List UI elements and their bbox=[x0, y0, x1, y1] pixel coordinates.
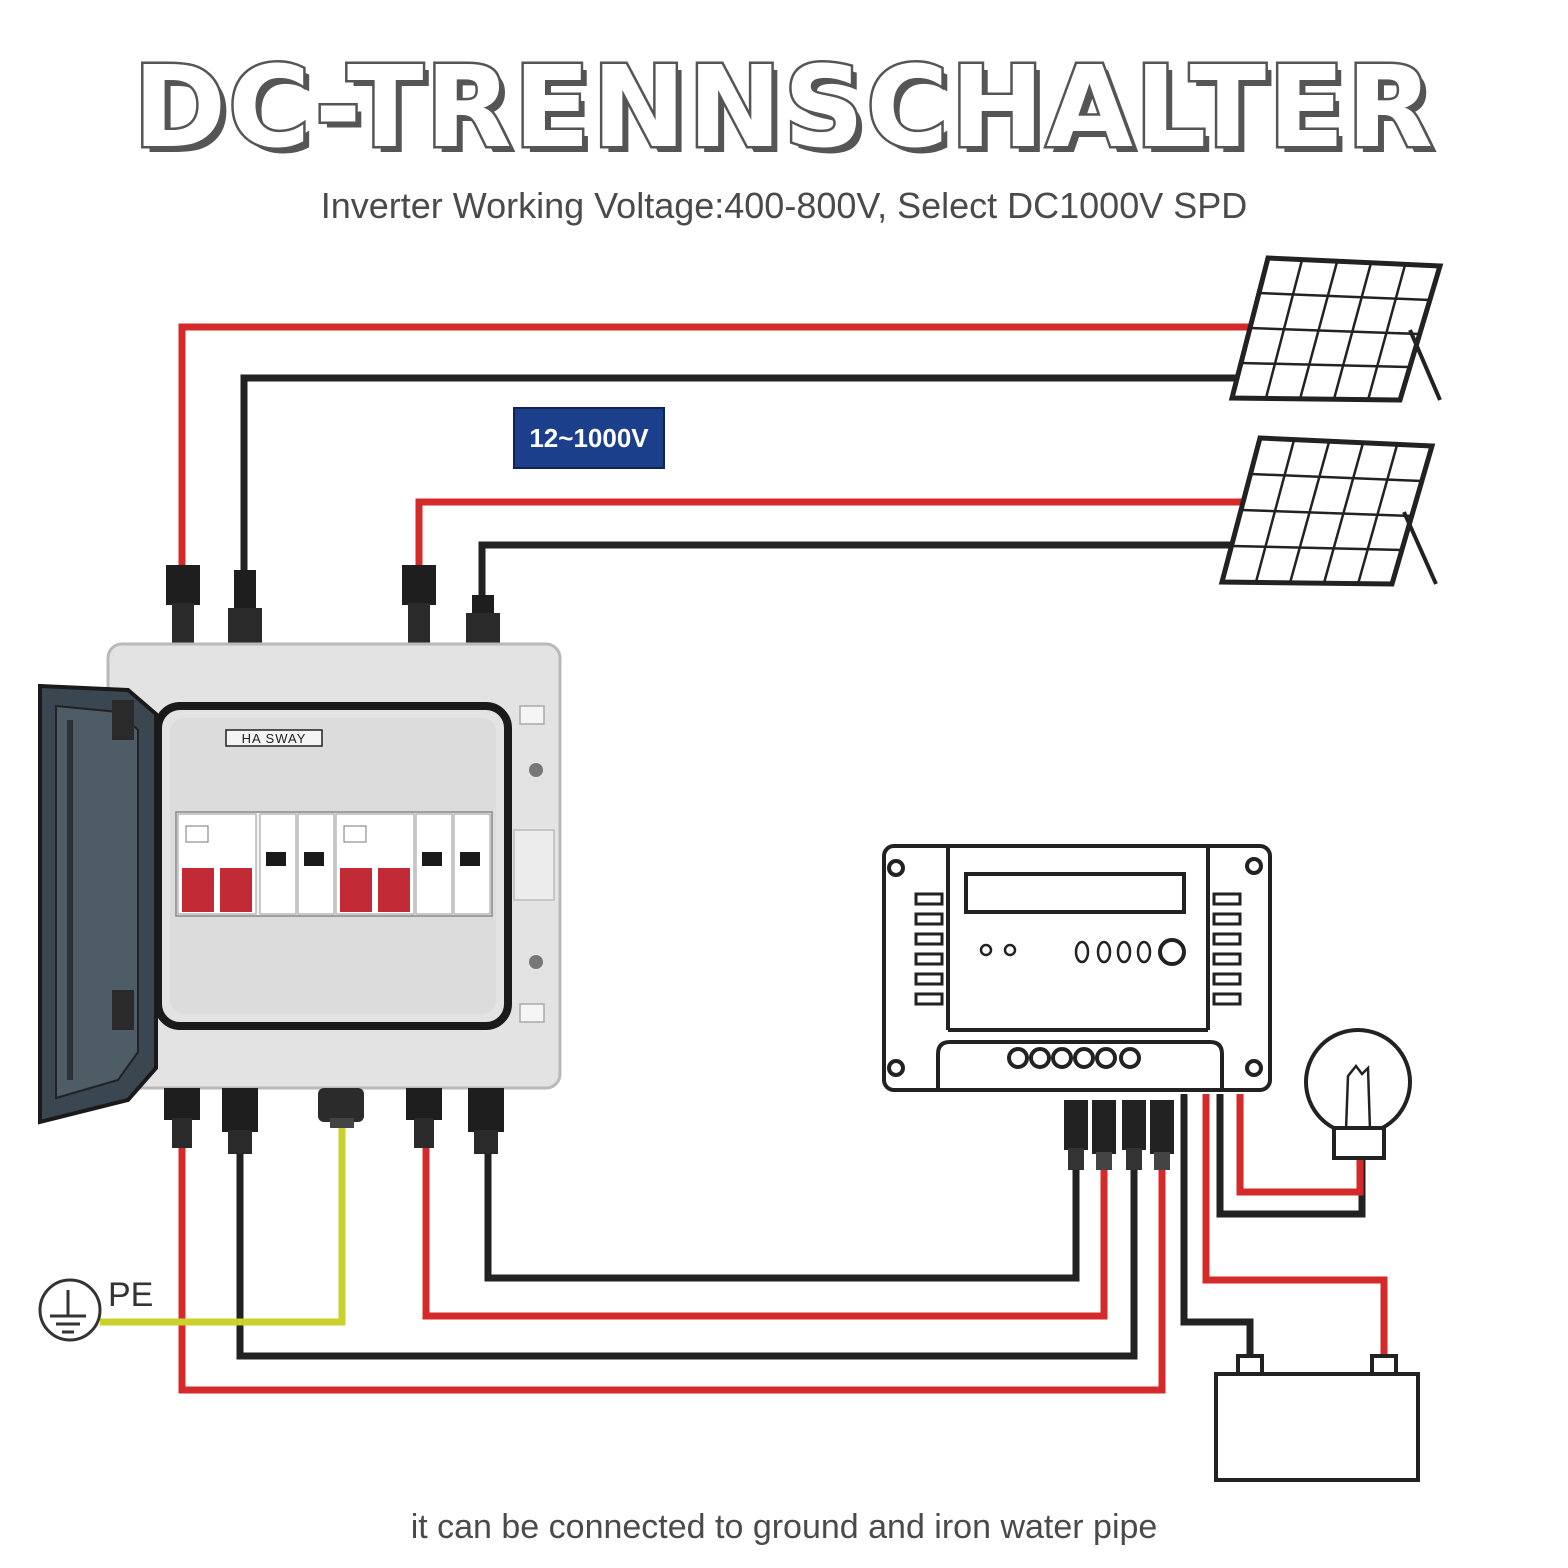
wire-panel2-negative bbox=[478, 541, 1230, 600]
spd-module-1 bbox=[259, 813, 335, 915]
wire-panel1-positive bbox=[178, 323, 1262, 575]
controller-connector-4 bbox=[1150, 1100, 1174, 1170]
solar-panel-1-icon bbox=[1228, 255, 1444, 403]
dc-breaker-2 bbox=[335, 813, 415, 915]
controller-connector-1 bbox=[1064, 1100, 1088, 1170]
bottom-connector-2 bbox=[222, 1088, 258, 1154]
spd-module-2 bbox=[415, 813, 491, 915]
light-bulb-icon bbox=[1304, 1028, 1412, 1160]
dc-breaker-1 bbox=[177, 813, 257, 915]
page-title: DC-TRENNSCHALTER bbox=[133, 43, 1435, 173]
top-connector-4 bbox=[466, 595, 500, 643]
voltage-badge-label: 12~1000V bbox=[529, 423, 649, 453]
controller-vents-right bbox=[1212, 892, 1242, 1006]
wire-battery-positive bbox=[1202, 1094, 1388, 1360]
bottom-connector-3 bbox=[406, 1088, 442, 1148]
wire-panel2-positive bbox=[415, 498, 1250, 575]
charge-controller bbox=[882, 844, 1272, 1092]
top-connector-3 bbox=[402, 565, 436, 643]
ground-icon bbox=[38, 1278, 102, 1342]
ground-label: PE bbox=[108, 1276, 153, 1314]
controller-connector-2 bbox=[1092, 1100, 1116, 1170]
battery-icon bbox=[1214, 1354, 1420, 1482]
controller-connector-3 bbox=[1122, 1100, 1146, 1170]
wire-ground bbox=[100, 1110, 346, 1326]
subtitle: Inverter Working Voltage:400-800V, Selec… bbox=[321, 185, 1248, 226]
wire-output-positive-1 bbox=[422, 1140, 1108, 1320]
wire-battery-negative bbox=[1180, 1094, 1254, 1360]
bottom-connector-1 bbox=[164, 1088, 200, 1148]
wire-load-positive bbox=[1236, 1094, 1364, 1196]
controller-vents-left bbox=[914, 892, 944, 1006]
brand-label-plate bbox=[225, 729, 323, 747]
solar-panel-2-icon bbox=[1218, 435, 1438, 587]
brand-label: HA SWAY bbox=[242, 731, 307, 746]
bottom-caption: it can be connected to ground and iron w… bbox=[411, 1508, 1158, 1546]
wire-output-negative-2 bbox=[236, 1140, 1138, 1360]
bottom-connector-4 bbox=[468, 1088, 504, 1154]
page-title-shadow: DC-TRENNSCHALTER bbox=[139, 49, 1441, 179]
top-connector-1 bbox=[166, 565, 200, 643]
wire-output-positive-2 bbox=[178, 1140, 1166, 1394]
controller-display bbox=[964, 872, 1186, 914]
voltage-badge: 12~1000V bbox=[513, 407, 665, 469]
cable-gland bbox=[318, 1088, 364, 1128]
wire-panel1-negative bbox=[240, 374, 1240, 575]
box-door bbox=[38, 683, 158, 1125]
top-connector-2 bbox=[228, 570, 262, 643]
combiner-box: HA SWAY bbox=[38, 565, 562, 1154]
wire-output-negative-1 bbox=[484, 1140, 1080, 1282]
